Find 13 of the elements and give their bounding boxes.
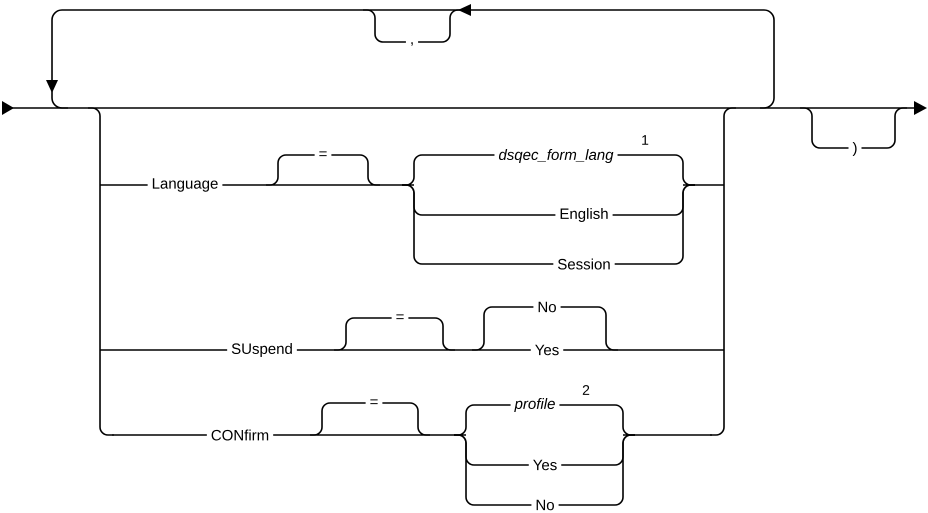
footnote-number: 2 bbox=[582, 385, 590, 395]
syntax-keyword: No bbox=[531, 496, 559, 513]
syntax-keyword: Yes bbox=[528, 456, 562, 474]
syntax-keyword: Language bbox=[148, 174, 222, 196]
syntax-keyword: No bbox=[533, 298, 561, 316]
footnote-number: 1 bbox=[642, 135, 648, 145]
syntax-keyword: English bbox=[555, 204, 613, 226]
variable-text: profile bbox=[510, 394, 560, 416]
syntax-keyword: Yes bbox=[530, 340, 564, 360]
syntax-keyword: CONfirm bbox=[206, 425, 274, 444]
syntax-keyword: SUspend bbox=[227, 339, 297, 361]
syntax-keyword: Session bbox=[553, 254, 615, 274]
variable-text: dsqec_form_lang bbox=[494, 145, 618, 167]
